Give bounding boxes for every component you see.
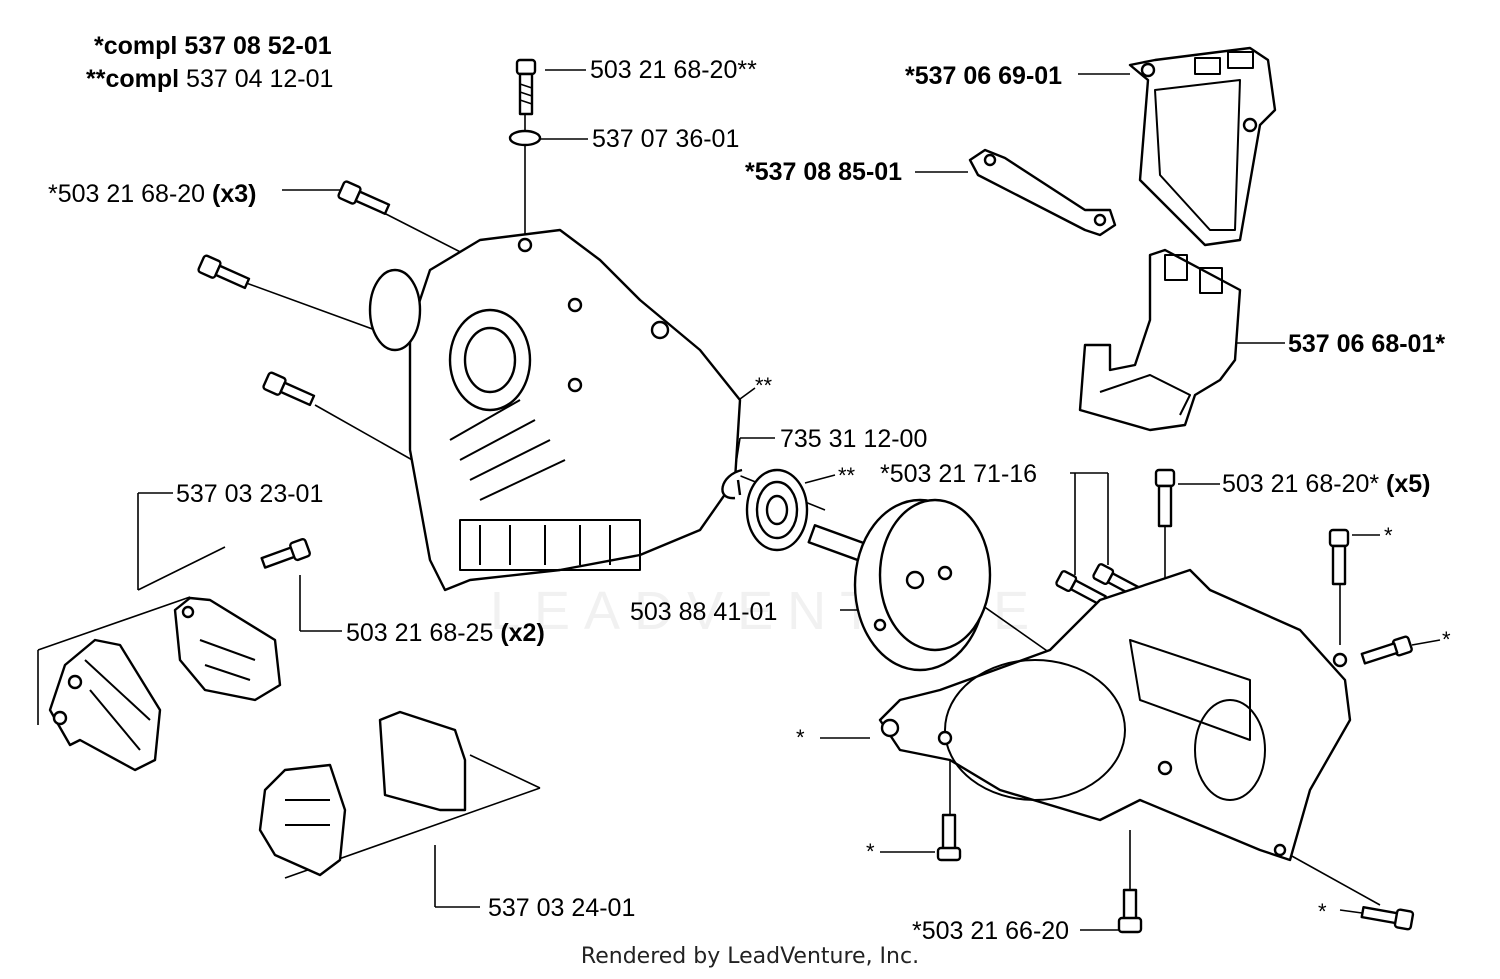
- screw-top-label: 503 21 68-20**: [590, 56, 757, 84]
- compl-label-1: *compl 537 08 52-01: [94, 32, 332, 60]
- screw-left-label: *503 21 68-20 (x3): [48, 180, 257, 208]
- screw-bottom-icon-3: [1360, 906, 1415, 931]
- crankcase-half-icon: [368, 228, 742, 592]
- screw-bottom-icon: [936, 813, 962, 862]
- bracket-left-icon: [48, 596, 282, 772]
- star-label-3: *: [796, 725, 805, 750]
- screw-top-icon: [515, 58, 537, 116]
- screw-left-icon-3: [262, 371, 316, 407]
- gasket-mid-icon: [968, 148, 1117, 237]
- bracket-bottom-icon: [258, 710, 467, 877]
- cover-right-icon: [1078, 248, 1242, 432]
- bracket-left-label: 537 03 23-01: [176, 480, 324, 508]
- bracket-bottom-label: 537 03 24-01: [488, 894, 636, 922]
- compl-label-2: **compl 537 04 12-01: [86, 65, 334, 93]
- ring-icon: [508, 129, 542, 147]
- star-label-2: *: [1442, 627, 1451, 652]
- footer-credit: Rendered by LeadVenture, Inc.: [580, 944, 920, 969]
- screw-right-icon: [1154, 468, 1176, 528]
- crankcase-right-icon: [878, 568, 1352, 862]
- ring-top-label: 537 07 36-01: [592, 125, 740, 153]
- screw-pair-label: *503 21 71-16: [880, 460, 1038, 488]
- screw-bottom-label: *503 21 66-20: [912, 917, 1070, 945]
- bearing-mark-2: **: [838, 463, 856, 488]
- clip-icon: [721, 468, 743, 500]
- screw-left-icon: [337, 180, 391, 216]
- bearing-mark-1: **: [755, 373, 773, 398]
- screw-right-label: 503 21 68-20* (x5): [1222, 470, 1431, 498]
- star-label-5: *: [1318, 899, 1327, 924]
- bearing-icon: [745, 468, 809, 552]
- clip-label: 735 31 12-00: [780, 425, 928, 453]
- screw-right-icon-3: [1360, 635, 1413, 665]
- star-label-4: *: [866, 839, 875, 864]
- star-label-1: *: [1384, 523, 1393, 548]
- screw-left-icon-2: [197, 254, 251, 290]
- screw-bracket-icon: [260, 537, 311, 569]
- screw-bottom-icon-2: [1117, 888, 1143, 934]
- gasket-top-label: *537 06 69-01: [905, 62, 1063, 90]
- flywheel-icon: [807, 498, 992, 672]
- screw-bracket-label: 503 21 68-25 (x2): [346, 619, 545, 647]
- gasket-top-icon: [1128, 46, 1277, 247]
- gasket-mid-label: *537 08 85-01: [745, 158, 903, 186]
- flywheel-label: 503 88 41-01: [630, 598, 778, 626]
- screw-right-icon-2: [1328, 528, 1350, 586]
- cover-right-label: 537 06 68-01*: [1288, 330, 1446, 358]
